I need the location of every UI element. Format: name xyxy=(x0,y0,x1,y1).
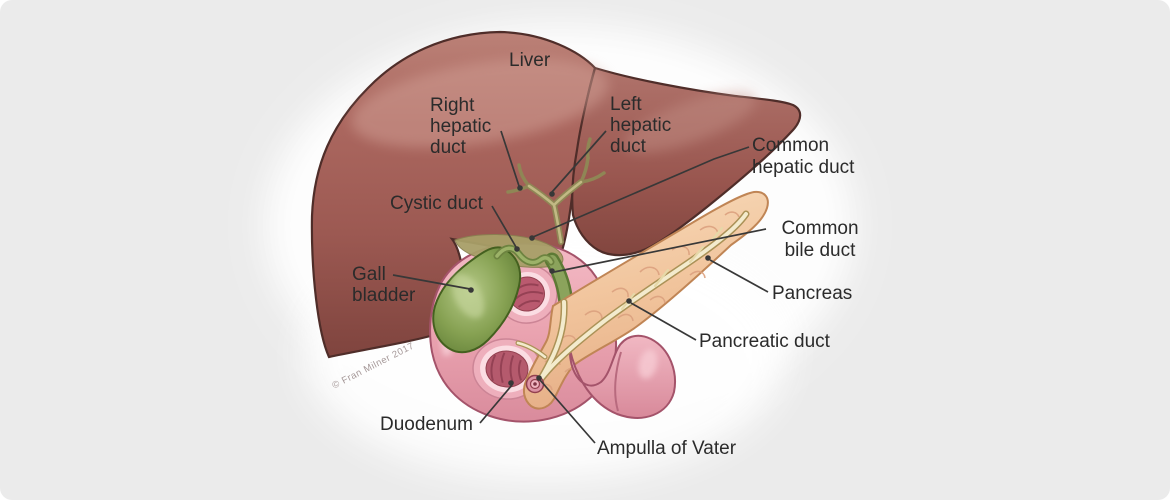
leader-gall-bladder xyxy=(392,274,471,290)
leader-common-bile-duct xyxy=(553,228,767,273)
label-pancreatic-duct: Pancreatic duct xyxy=(699,331,830,352)
leader-pancreas xyxy=(709,259,769,293)
leader-common-hepatic-duct xyxy=(532,146,750,238)
leader-duodenum xyxy=(479,384,513,424)
label-cystic-duct: Cystic duct xyxy=(390,193,483,214)
cystic-duct-shape xyxy=(493,244,555,266)
gallbladder-shape xyxy=(432,246,521,354)
label-right-hepatic-duct: Right hepatic duct xyxy=(430,95,492,158)
leader-left-hepatic-duct xyxy=(551,130,607,193)
leader-lines xyxy=(392,130,769,444)
duodenum-hook xyxy=(569,334,676,419)
label-duodenum: Duodenum xyxy=(380,414,473,435)
hepatic-duct-tree xyxy=(506,137,606,245)
leader-right-hepatic-duct xyxy=(500,130,520,187)
liver-highlights xyxy=(351,58,757,153)
label-left-hepatic-duct: Left hepatic duct xyxy=(610,94,672,157)
label-ampulla-of-vater: Ampulla of Vater xyxy=(597,438,737,459)
label-liver: Liver xyxy=(509,50,551,71)
label-common-hepatic-duct: Common hepatic duct xyxy=(752,135,855,178)
label-gall-bladder: Gall bladder xyxy=(352,264,416,306)
leader-ampulla xyxy=(539,379,596,444)
leader-dots xyxy=(468,185,711,386)
label-common-bile-duct: Common bile duct xyxy=(781,218,859,261)
label-pancreas: Pancreas xyxy=(772,283,853,304)
leader-pancreatic-duct xyxy=(630,302,697,341)
leader-cystic-duct xyxy=(491,205,517,248)
